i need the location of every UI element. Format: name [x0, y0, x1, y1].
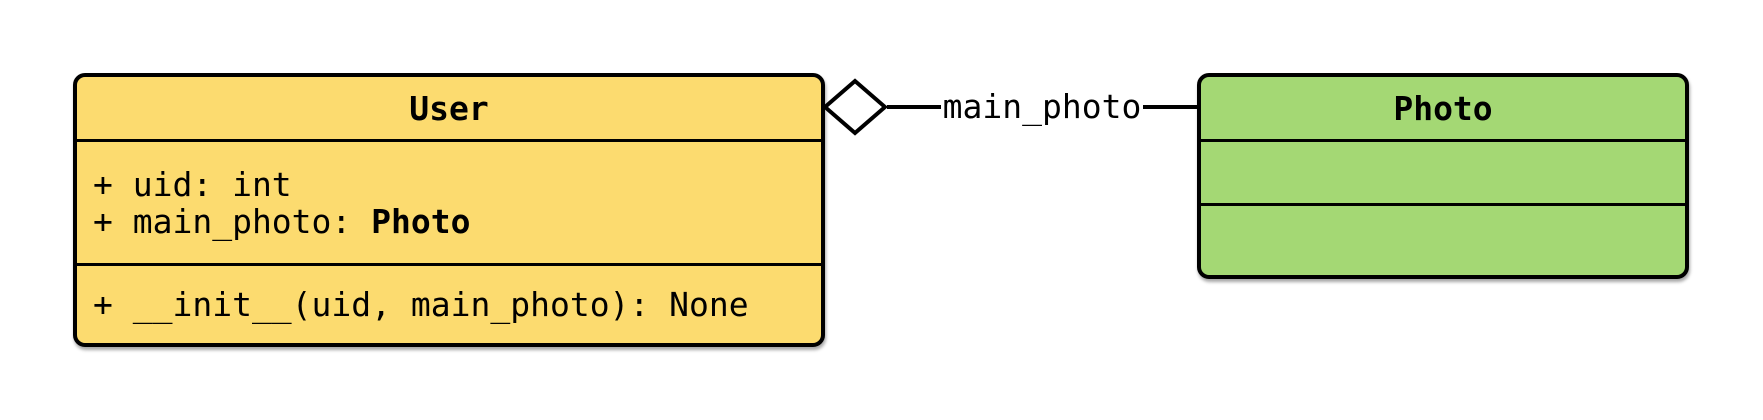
attribute-row-uid: + uid: int	[93, 166, 821, 203]
user-attributes-compartment: + uid: int + main_photo: Photo	[77, 139, 821, 263]
attribute-type-name: Photo	[371, 201, 471, 241]
aggregation-diamond-icon	[823, 78, 887, 136]
method-text: + __init__(uid, main_photo): None	[93, 285, 749, 324]
attribute-row-main-photo: + main_photo: Photo	[93, 203, 821, 240]
class-box-photo: Photo	[1197, 73, 1689, 279]
attribute-text: + uid: int	[93, 164, 292, 204]
class-title-user: User	[409, 88, 489, 128]
connector-line-left	[887, 105, 941, 109]
photo-attributes-compartment	[1201, 139, 1685, 203]
attribute-text: + main_photo:	[93, 201, 372, 241]
class-title-photo: Photo	[1393, 88, 1493, 128]
method-row-init: + __init__(uid, main_photo): None	[93, 286, 821, 323]
class-box-user: User + uid: int + main_photo: Photo + __…	[73, 73, 825, 347]
aggregation-connector: main_photo	[823, 78, 1197, 136]
connector-line-right	[1143, 105, 1197, 109]
user-methods-compartment: + __init__(uid, main_photo): None	[77, 263, 821, 343]
relationship-label: main_photo	[942, 87, 1142, 126]
photo-methods-compartment	[1201, 203, 1685, 275]
